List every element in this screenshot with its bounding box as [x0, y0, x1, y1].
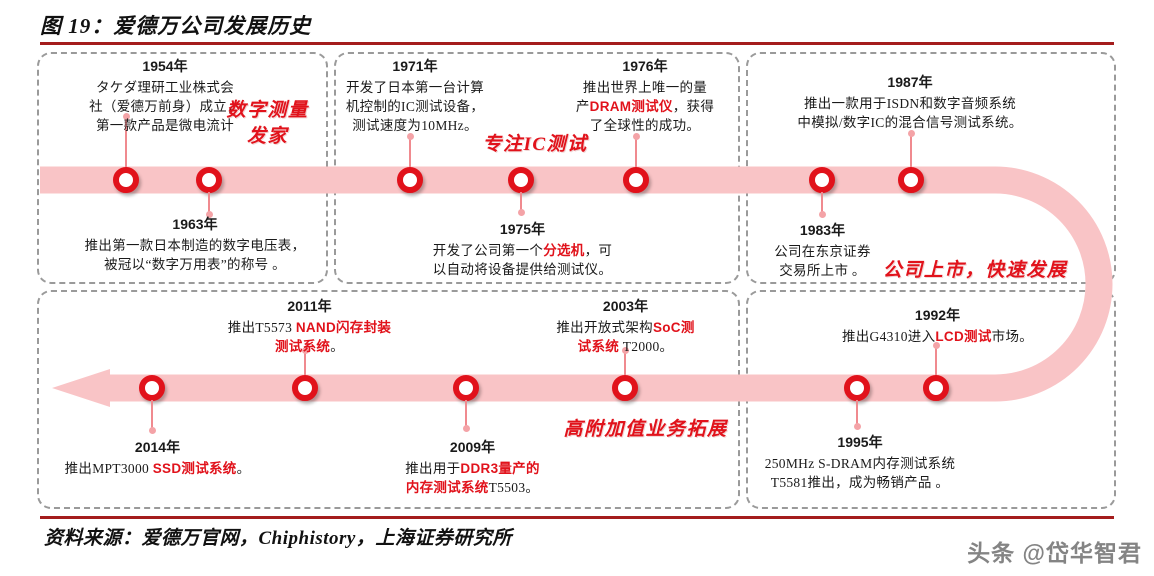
stem-dot-1963 [205, 210, 213, 218]
event-year: 2011年 [287, 298, 332, 314]
marker-1976[interactable] [623, 167, 649, 193]
marker-1963[interactable] [196, 167, 222, 193]
stem-dot-1976 [632, 132, 640, 140]
phase-label-line-1: 数字测量 [226, 100, 309, 121]
event-description: 推出一款用于ISDN和数字音频系统中模拟/数字IC的混合信号测试系统。 [797, 96, 1023, 131]
phase-label-high-value: 高附加值业务拓展 [563, 419, 728, 440]
stem-dot-1983 [818, 210, 826, 218]
marker-1975[interactable] [508, 167, 534, 193]
event-2014: 2014年 推出MPT3000 SSD测试系统。 [55, 437, 260, 478]
stem-1954 [125, 116, 127, 168]
top-divider [40, 42, 1114, 45]
stem-dot-2003 [621, 346, 629, 354]
marker-2003[interactable] [612, 375, 638, 401]
event-1992: 1992年 推出G4310进入LCD测试市场。 [820, 305, 1055, 346]
event-description: 开发了公司第一个分选机，可以自动将设备提供给测试仪。 [432, 243, 613, 278]
stem-1975 [520, 192, 522, 212]
phase-label-digital-measurement: 数字测量 发家 [210, 98, 325, 149]
figure-title: 图 19：爱德万公司发展历史 [40, 14, 312, 38]
stem-dot-1987 [907, 129, 915, 137]
stem-dot-2009 [462, 424, 470, 432]
marker-2009[interactable] [453, 375, 479, 401]
marker-1995[interactable] [844, 375, 870, 401]
event-description: 推出T5573 NAND闪存封装测试系统。 [227, 320, 392, 355]
event-1983: 1983年 公司在东京证券交易所上市 。 [765, 220, 880, 280]
event-description: 推出世界上唯一的量产DRAM测试仪，获得了全球性的成功。 [575, 80, 715, 134]
stem-2011 [304, 350, 306, 380]
event-description: 推出开放式架构SoC测试系统 T2000。 [556, 320, 695, 355]
event-description: 推出用于DDR3量产的内存测试系统T5503。 [405, 461, 540, 496]
stem-1971 [409, 136, 411, 170]
stem-1976 [635, 136, 637, 170]
watermark: 头条 @岱华智君 [967, 540, 1142, 566]
event-year: 2009年 [449, 439, 496, 455]
event-description: 开发了日本第一台计算机控制的IC测试设备，测试速度为10MHz。 [345, 80, 485, 134]
event-year: 1992年 [914, 307, 961, 323]
event-year: 1954年 [142, 58, 188, 74]
stem-1963 [208, 192, 210, 214]
event-year: 1987年 [887, 74, 933, 90]
event-description: 推出G4310进入LCD测试市场。 [841, 329, 1034, 344]
marker-1954[interactable] [113, 167, 139, 193]
stem-dot-1992 [932, 341, 940, 349]
bottom-divider [40, 516, 1114, 519]
marker-2014[interactable] [139, 375, 165, 401]
marker-1971[interactable] [397, 167, 423, 193]
event-year: 1971年 [392, 58, 438, 74]
stem-1987 [910, 133, 912, 171]
stem-dot-1971 [406, 132, 414, 140]
event-1954: 1954年 タケダ理研工业株式会社（爱德万前身）成立，第一款产品是微电流计 [45, 56, 285, 135]
event-2011: 2011年 推出T5573 NAND闪存封装测试系统。 [222, 296, 397, 356]
event-2003: 2003年 推出开放式架构SoC测试系统 T2000。 [538, 296, 713, 356]
marker-1983[interactable] [809, 167, 835, 193]
stem-2014 [151, 400, 153, 430]
event-1987: 1987年 推出一款用于ISDN和数字音频系统中模拟/数字IC的混合信号测试系统… [760, 72, 1060, 132]
event-year: 2003年 [602, 298, 649, 314]
stem-dot-2014 [148, 426, 156, 434]
event-year: 1995年 [837, 434, 883, 450]
stem-dot-1975 [517, 208, 525, 216]
stem-2003 [624, 350, 626, 380]
event-year: 1963年 [172, 216, 218, 232]
event-1975: 1975年 开发了公司第一个分选机，可以自动将设备提供给测试仪。 [405, 219, 640, 279]
event-year: 1976年 [622, 58, 668, 74]
event-description: 推出MPT3000 SSD测试系统。 [64, 461, 251, 476]
stem-dot-1954 [122, 112, 130, 120]
event-2009: 2009年 推出用于DDR3量产的内存测试系统T5503。 [385, 437, 560, 497]
event-year: 1983年 [799, 222, 846, 238]
phase-label-line-2: 发家 [246, 125, 288, 147]
stem-2009 [465, 400, 467, 428]
marker-2011[interactable] [292, 375, 318, 401]
event-description: タケダ理研工业株式会社（爱德万前身）成立，第一款产品是微电流计 [89, 80, 241, 134]
stem-1992 [935, 345, 937, 379]
source-note: 资料来源：爱德万官网，Chiphistory，上海证券研究所 [44, 528, 512, 549]
event-description: 推出第一款日本制造的数字电压表，被冠以“数字万用表”的称号 。 [84, 238, 306, 273]
event-year: 1975年 [499, 221, 546, 237]
stem-dot-2011 [301, 346, 309, 354]
phase-label-ic-test: 专注IC测试 [482, 134, 588, 155]
event-year: 2014年 [134, 439, 181, 455]
stem-1983 [821, 192, 823, 214]
event-1971: 1971年 开发了日本第一台计算机控制的IC测试设备，测试速度为10MHz。 [335, 56, 495, 135]
event-description: 公司在东京证券交易所上市 。 [774, 244, 871, 279]
stem-dot-1995 [853, 422, 861, 430]
stem-1995 [856, 400, 858, 426]
phase-label-listing: 公司上市，快速发展 [882, 260, 1068, 281]
marker-1992[interactable] [923, 375, 949, 401]
event-1963: 1963年 推出第一款日本制造的数字电压表，被冠以“数字万用表”的称号 。 [60, 214, 330, 274]
marker-1987[interactable] [898, 167, 924, 193]
event-1976: 1976年 推出世界上唯一的量产DRAM测试仪，获得了全球性的成功。 [570, 56, 720, 135]
